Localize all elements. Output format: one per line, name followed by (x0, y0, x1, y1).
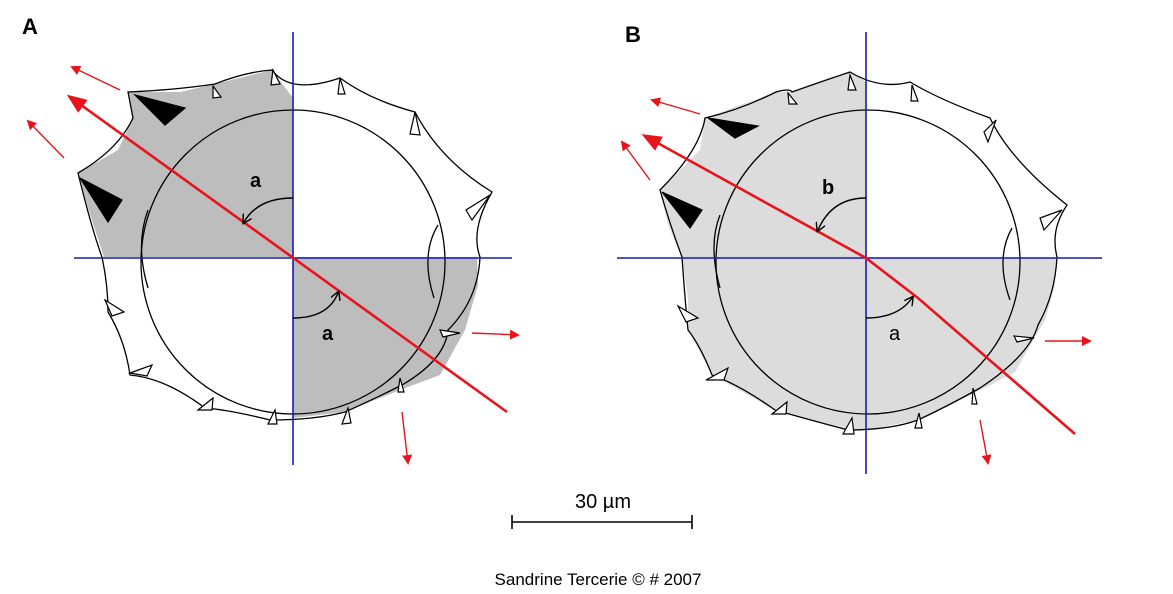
red-arrow (620, 140, 651, 181)
panel-a-shading (78, 38, 478, 418)
spine-triangle (971, 387, 978, 405)
spine-triangle (127, 363, 154, 377)
panel-a: A (22, 14, 520, 465)
spine-triangle (409, 111, 421, 136)
spine-triangle (78, 176, 123, 224)
panel-b-shaded-top-left (660, 72, 866, 257)
spine-triangle (847, 72, 857, 91)
spine-triangle (661, 191, 703, 230)
red-arrow (70, 65, 121, 91)
angle-arc-arrow (292, 293, 338, 319)
spine-triangle (983, 119, 997, 144)
panel-a-angle-bottom: a (322, 323, 334, 345)
spine-triangle (270, 67, 281, 86)
panel-b: B (617, 22, 1102, 474)
spine-triangle (914, 412, 923, 429)
spine-triangle (465, 194, 491, 222)
spine-triangle (1012, 335, 1035, 343)
spine-triangle (267, 408, 278, 425)
spine-triangle (212, 84, 223, 99)
panel-b-shaded-bottom-left (682, 257, 866, 430)
angle-arc-arrow (244, 197, 294, 222)
panel-b-spines (661, 72, 1063, 435)
panel-b-angle-bottom: a (889, 323, 901, 345)
panel-a-spines (78, 67, 491, 425)
angle-arc-arrow (818, 197, 867, 230)
panel-b-label: B (625, 22, 641, 47)
panel-a-light-ray (66, 94, 508, 414)
spine-triangle (707, 117, 760, 139)
red-arrow (650, 97, 701, 115)
angle-arc-arrow (865, 298, 912, 319)
spine-triangle (439, 329, 461, 338)
panel-a-angle-top: a (250, 170, 262, 192)
panel-b-light-ray (641, 134, 1076, 435)
spine-triangle (770, 400, 788, 415)
spine-triangle (196, 396, 214, 411)
spine-triangle (910, 84, 919, 102)
panel-b-inner-body (715, 109, 1021, 415)
panel-a-label: A (22, 14, 38, 39)
panel-a-pore-left (140, 209, 149, 289)
panel-b-angle-top: b (822, 177, 834, 199)
spine-triangle (397, 377, 405, 393)
spine-triangle (133, 93, 187, 126)
spine-triangle (676, 304, 700, 323)
panel-a-outer-wall (77, 69, 493, 421)
red-arrow (471, 329, 520, 340)
red-arrow (979, 419, 992, 465)
spine-triangle (103, 298, 126, 317)
spine-triangle (337, 77, 346, 95)
spine-triangle (1039, 209, 1063, 232)
red-arrow (401, 411, 413, 465)
scale-bar: 30 µm (511, 491, 693, 529)
credit-text: Sandrine Tercerie © # 2007 (495, 570, 702, 589)
spine-triangle (841, 416, 855, 435)
panel-a-shaded-quadrant-top-left (78, 38, 293, 257)
red-arrow (26, 119, 65, 159)
spine-triangle (341, 405, 352, 425)
spine-triangle (705, 366, 730, 381)
panel-b-pore-left (713, 214, 721, 289)
spine-triangle (787, 91, 799, 105)
panel-b-pore-right (1002, 227, 1013, 301)
scale-bar-label: 30 µm (575, 491, 631, 513)
